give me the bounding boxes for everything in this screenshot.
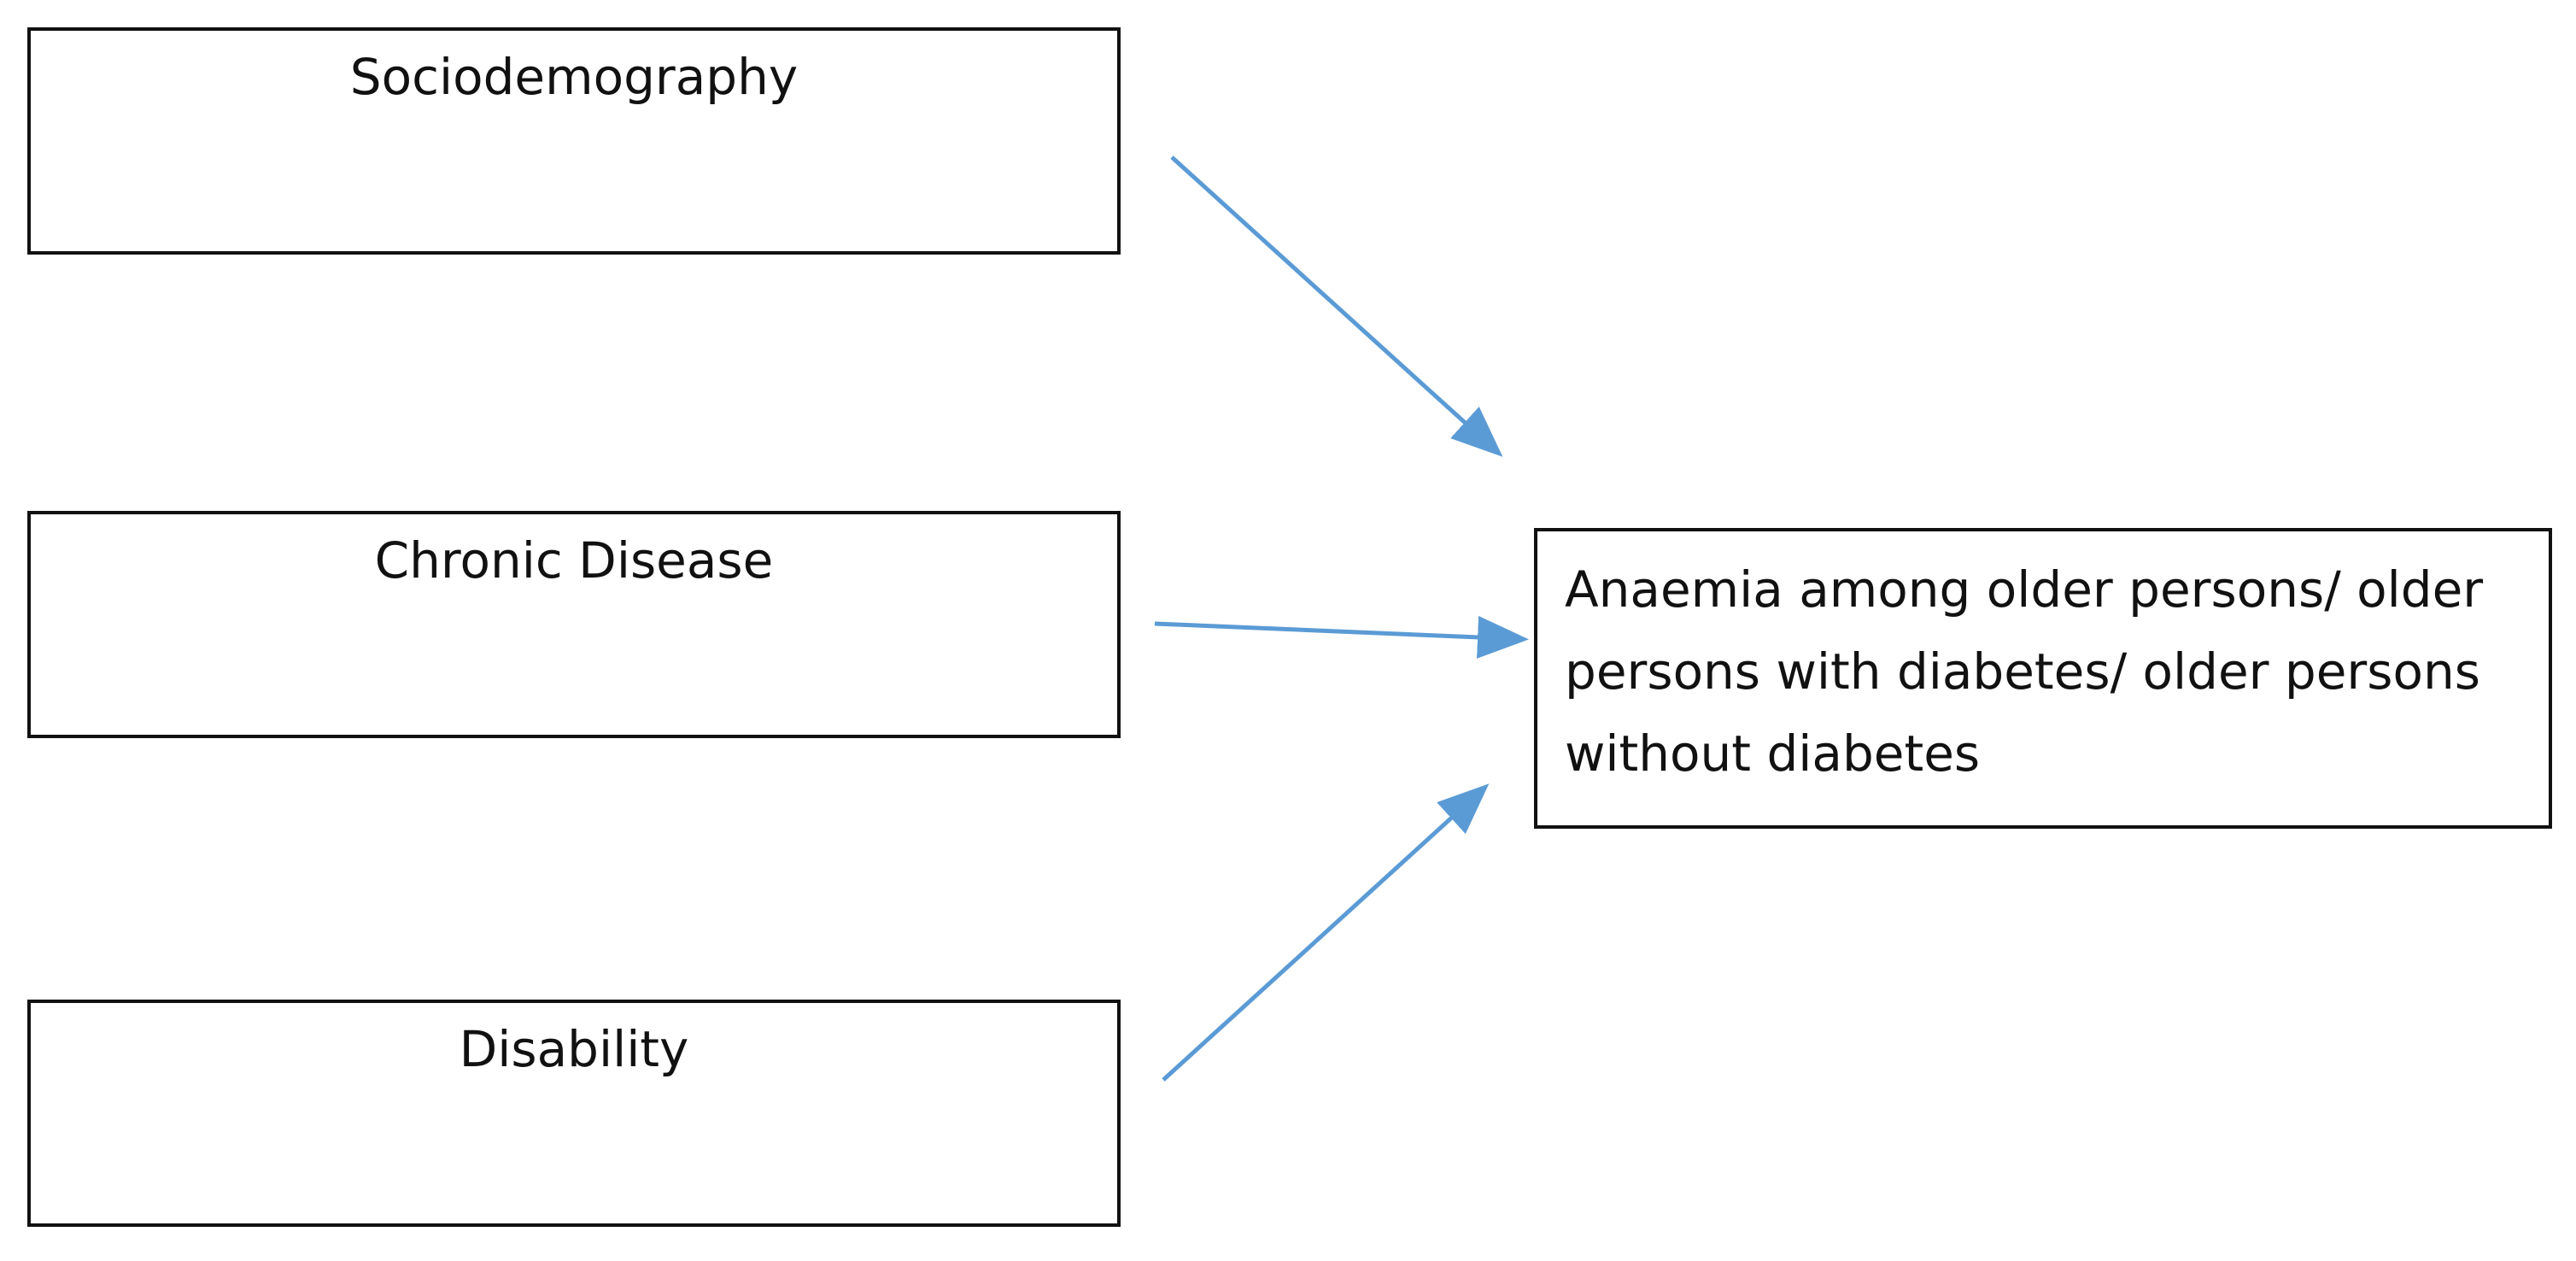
arrow-sociodemography-to-outcome — [1170, 155, 1503, 457]
disability-label: Disability — [459, 1020, 689, 1078]
chronic-disease-label: Chronic Disease — [374, 531, 774, 589]
anaemia-outcome-box: Anaemia among older persons/ older perso… — [1534, 528, 2552, 829]
chronic-disease-box: Chronic Disease — [27, 511, 1121, 738]
arrow-chronic-disease-to-outcome — [1154, 615, 1529, 659]
disability-box: Disability — [27, 1000, 1121, 1227]
sociodemography-box: Sociodemography — [27, 27, 1121, 255]
sociodemography-label: Sociodemography — [349, 48, 799, 106]
anaemia-outcome-label: Anaemia among older persons/ older perso… — [1565, 560, 2484, 783]
arrow-disability-to-outcome — [1162, 783, 1490, 1082]
